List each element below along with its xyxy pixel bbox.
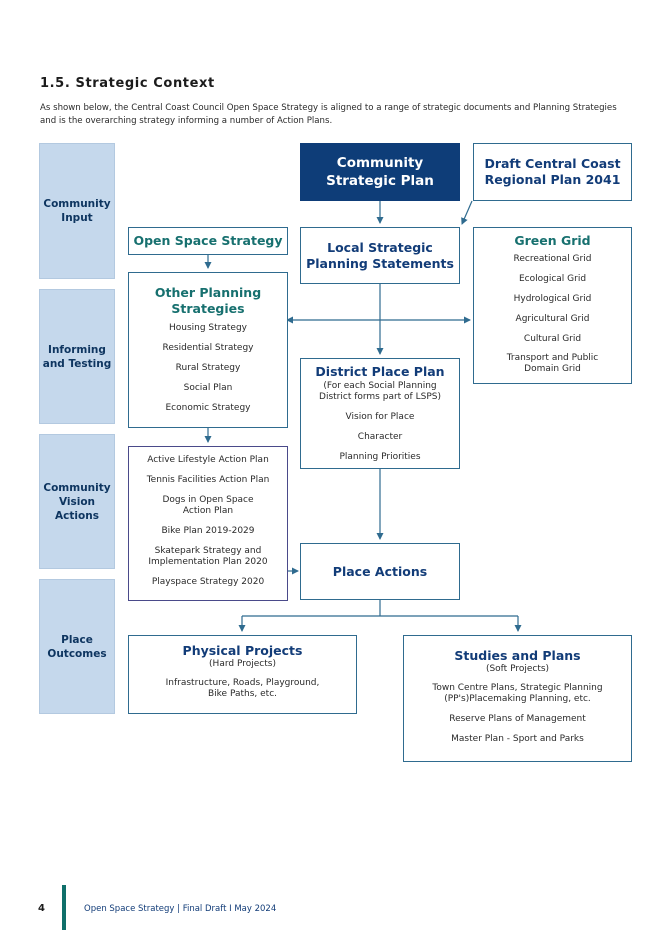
box-local-strategic-planning: Local Strategic Planning Statements bbox=[300, 227, 460, 284]
place-actions-title: Place Actions bbox=[332, 563, 428, 579]
action-plan-item: Bike Plan 2019-2029 bbox=[161, 526, 255, 536]
box-district-place-plan: District Place Plan (For each Social Pla… bbox=[300, 358, 460, 469]
district-place-plan-item: Planning Priorities bbox=[339, 452, 421, 462]
studies-plans-item: Master Plan - Sport and Parks bbox=[451, 734, 584, 744]
box-studies-plans: Studies and Plans (Soft Projects) Town C… bbox=[403, 635, 632, 762]
physical-projects-title: Physical Projects bbox=[182, 643, 303, 658]
draft-regional-plan-title: Draft Central Coast Regional Plan 2041 bbox=[484, 156, 621, 187]
footer-text: Open Space Strategy | Final Draft I May … bbox=[84, 904, 277, 914]
physical-projects-subtitle: (Hard Projects) bbox=[209, 659, 276, 669]
physical-projects-item: Infrastructure, Roads, Playground, Bike … bbox=[165, 678, 320, 699]
other-planning-item: Housing Strategy bbox=[168, 323, 247, 333]
intro-paragraph: As shown below, the Central Coast Counci… bbox=[40, 103, 617, 126]
green-grid-title: Green Grid bbox=[514, 233, 591, 248]
district-place-plan-title: District Place Plan bbox=[315, 364, 445, 379]
green-grid-item: Recreational Grid bbox=[513, 254, 592, 264]
local-strategic-planning-title: Local Strategic Planning Statements bbox=[306, 239, 454, 271]
box-other-planning-strategies: Other Planning Strategies Housing Strate… bbox=[128, 272, 288, 428]
stage-place-outcomes: Place Outcomes bbox=[39, 579, 115, 714]
green-grid-item: Hydrological Grid bbox=[513, 294, 592, 304]
green-grid-item: Transport and Public Domain Grid bbox=[506, 353, 599, 374]
other-planning-item: Social Plan bbox=[183, 383, 233, 393]
green-grid-item: Ecological Grid bbox=[518, 274, 587, 284]
box-physical-projects: Physical Projects (Hard Projects) Infras… bbox=[128, 635, 357, 714]
arrow-regional-to-lsps bbox=[461, 200, 473, 225]
action-plan-item: Playspace Strategy 2020 bbox=[151, 577, 265, 587]
studies-plans-item: Reserve Plans of Management bbox=[449, 714, 586, 724]
section-heading: 1.5. Strategic Context bbox=[40, 76, 215, 91]
box-green-grid: Green Grid Recreational Grid Ecological … bbox=[473, 227, 632, 384]
box-action-plans: Active Lifestyle Action Plan Tennis Faci… bbox=[128, 446, 288, 601]
studies-plans-subtitle: (Soft Projects) bbox=[485, 664, 550, 674]
box-open-space-strategy: Open Space Strategy bbox=[128, 227, 288, 255]
green-grid-item: Cultural Grid bbox=[523, 334, 582, 344]
district-place-plan-subtitle: (For each Social Planning District forms… bbox=[319, 381, 441, 402]
community-strategic-plan-title: Community Strategic Plan bbox=[326, 155, 434, 189]
box-place-actions: Place Actions bbox=[300, 543, 460, 600]
stage-community-vision-actions: Community Vision Actions bbox=[39, 434, 115, 569]
action-plan-item: Dogs in Open Space Action Plan bbox=[162, 495, 254, 516]
district-place-plan-item: Vision for Place bbox=[345, 412, 415, 422]
page-number: 4 bbox=[38, 903, 45, 914]
other-planning-item: Rural Strategy bbox=[175, 363, 241, 373]
green-grid-item: Agricultural Grid bbox=[515, 314, 590, 324]
other-planning-item: Economic Strategy bbox=[165, 403, 251, 413]
other-planning-title: Other Planning Strategies bbox=[154, 285, 262, 316]
action-plan-item: Skatepark Strategy and Implementation Pl… bbox=[148, 546, 268, 567]
open-space-strategy-title: Open Space Strategy bbox=[133, 233, 283, 248]
action-plan-item: Active Lifestyle Action Plan bbox=[147, 455, 269, 465]
stage-community-input: Community Input bbox=[39, 143, 115, 279]
other-planning-item: Residential Strategy bbox=[162, 343, 254, 353]
studies-plans-item: Town Centre Plans, Strategic Planning (P… bbox=[432, 683, 603, 704]
district-place-plan-item: Character bbox=[357, 432, 403, 442]
box-community-strategic-plan: Community Strategic Plan bbox=[300, 143, 460, 201]
studies-plans-title: Studies and Plans bbox=[454, 648, 581, 663]
stage-informing-testing: Informing and Testing bbox=[39, 289, 115, 424]
action-plan-item: Tennis Facilities Action Plan bbox=[146, 475, 270, 485]
footer-divider bbox=[62, 885, 66, 930]
box-draft-regional-plan: Draft Central Coast Regional Plan 2041 bbox=[473, 143, 632, 201]
